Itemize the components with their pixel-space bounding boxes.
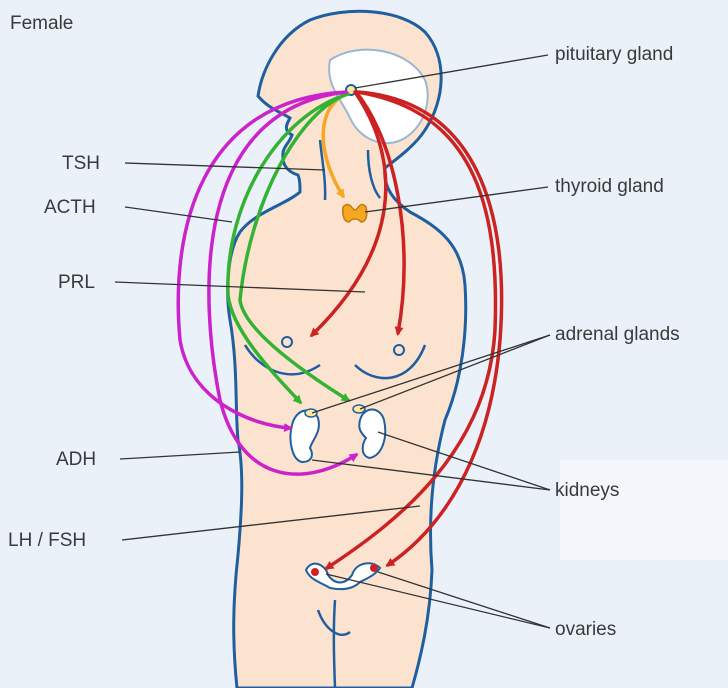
label-adrenal-glands: adrenal glands: [555, 325, 680, 344]
label-ovaries: ovaries: [555, 620, 616, 639]
ovary-right: [370, 564, 378, 572]
background-panel: [560, 460, 728, 560]
label-lh-fsh: LH / FSH: [8, 531, 86, 550]
diagram-title: Female: [10, 14, 73, 33]
ovary-left: [311, 568, 319, 576]
label-tsh: TSH: [62, 154, 100, 173]
label-kidneys: kidneys: [555, 481, 619, 500]
label-pituitary-gland: pituitary gland: [555, 45, 673, 64]
label-prl: PRL: [58, 273, 95, 292]
label-adh: ADH: [56, 450, 96, 469]
adrenal-gland-right: [353, 405, 365, 413]
adrenal-gland-left: [305, 409, 317, 417]
leg-divide: [334, 600, 335, 688]
label-acth: ACTH: [44, 198, 96, 217]
label-thyroid-gland: thyroid gland: [555, 177, 664, 196]
